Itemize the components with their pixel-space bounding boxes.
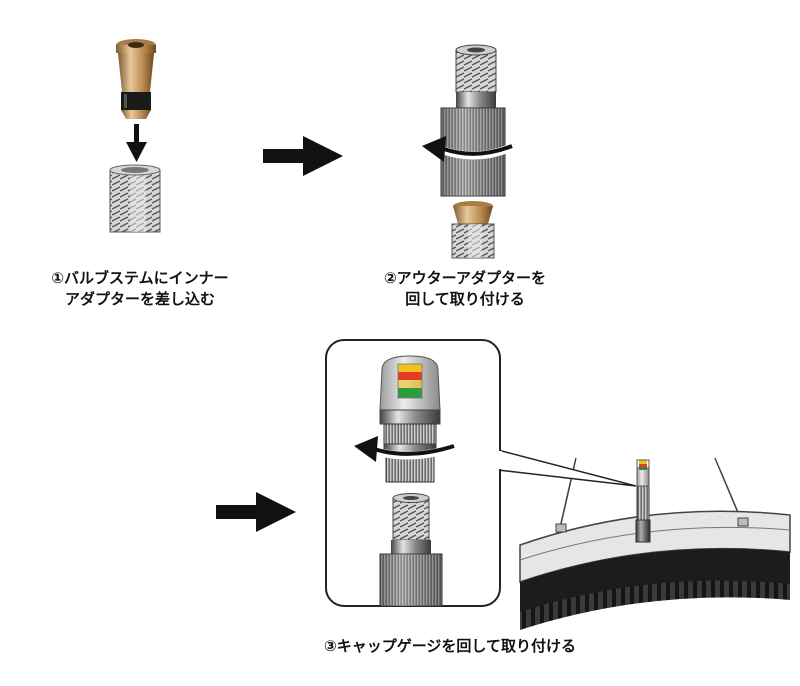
rotate-arrow-icon bbox=[422, 136, 513, 162]
step1-caption-line1: ①バルブステムにインナー bbox=[51, 269, 229, 287]
valve-stem-threads bbox=[109, 164, 161, 233]
right-arrow-icon bbox=[216, 492, 296, 532]
step2-caption-line2: 回して取り付ける bbox=[405, 290, 525, 308]
cap-gauge bbox=[379, 355, 441, 483]
step1-caption-line2: アダプターを差し込む bbox=[64, 290, 215, 308]
step3-illustration bbox=[325, 339, 791, 630]
outer-adapter-zoomed bbox=[379, 493, 443, 607]
outer-adapter-tip bbox=[455, 44, 497, 108]
step2-caption: ②アウターアダプターを 回して取り付ける bbox=[345, 268, 585, 310]
inner-adapter-on-stem bbox=[451, 201, 495, 259]
step1-illustration bbox=[109, 39, 161, 233]
bicycle-wheel bbox=[519, 457, 791, 630]
step1-caption: ①バルブステムにインナー アダプターを差し込む bbox=[20, 268, 260, 310]
down-arrow-icon bbox=[126, 124, 147, 162]
wheel-valve bbox=[635, 459, 651, 543]
step2-illustration bbox=[422, 44, 513, 259]
step3-caption: ③キャップゲージを回して取り付ける bbox=[270, 636, 630, 657]
inner-adapter bbox=[116, 39, 156, 119]
rotate-arrow-icon bbox=[354, 436, 455, 462]
step2-caption-line1: ②アウターアダプターを bbox=[383, 269, 547, 287]
step3-caption-line1: ③キャップゲージを回して取り付ける bbox=[324, 637, 576, 655]
right-arrow-icon bbox=[263, 136, 343, 176]
